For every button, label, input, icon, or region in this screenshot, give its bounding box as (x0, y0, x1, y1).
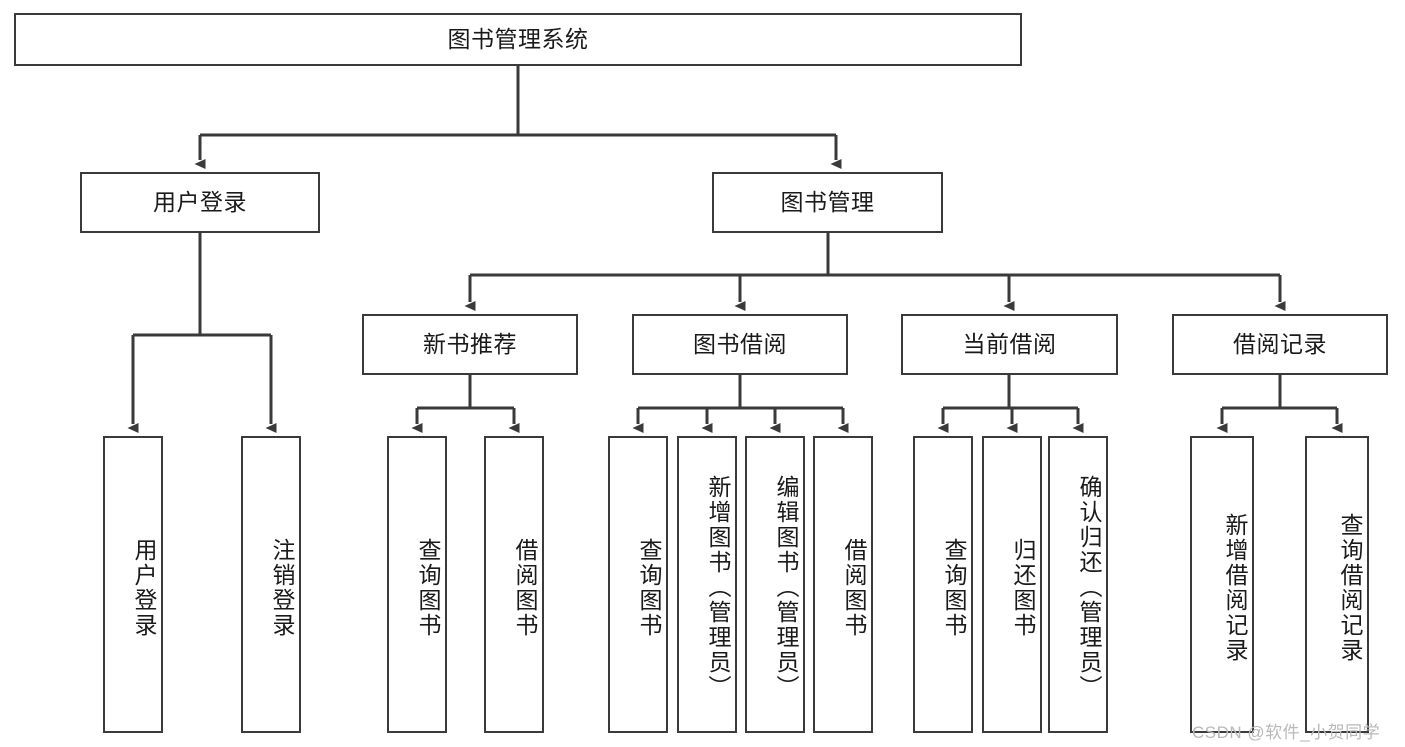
node-leaf-add-borrow-record-label: 新增借阅记录 (1222, 512, 1248, 663)
node-leaf-query-borrow-record-label: 查询借阅记录 (1337, 512, 1363, 663)
node-leaf-query-book-borrow-label: 查询图书 (636, 537, 662, 638)
node-leaf-query-book-current-label: 查询图书 (941, 537, 967, 638)
node-user-login[interactable]: 用户登录 (80, 172, 320, 233)
node-leaf-user-login-label: 用户登录 (131, 537, 157, 638)
node-new-book-rec[interactable]: 新书推荐 (362, 314, 578, 375)
node-leaf-borrow-book-rec[interactable]: 借阅图书 (484, 436, 544, 733)
node-book-borrow-label: 图书借阅 (693, 331, 787, 358)
node-borrow-record[interactable]: 借阅记录 (1172, 314, 1388, 375)
node-leaf-user-login[interactable]: 用户登录 (103, 436, 163, 733)
node-current-borrow-label: 当前借阅 (962, 331, 1057, 358)
node-leaf-query-book-borrow[interactable]: 查询图书 (608, 436, 668, 733)
node-leaf-user-logout[interactable]: 注销登录 (241, 436, 301, 733)
node-current-borrow[interactable]: 当前借阅 (901, 314, 1118, 375)
node-leaf-edit-book-admin[interactable]: 编辑图书（管理员） (745, 436, 805, 733)
node-root-label: 图书管理系统 (447, 26, 589, 53)
node-leaf-borrow-book-rec-label: 借阅图书 (512, 537, 538, 638)
node-leaf-query-book-rec-label: 查询图书 (415, 537, 441, 638)
node-root[interactable]: 图书管理系统 (14, 13, 1022, 66)
node-book-manage-label: 图书管理 (780, 189, 875, 216)
node-leaf-query-book-rec[interactable]: 查询图书 (387, 436, 447, 733)
node-user-login-label: 用户登录 (153, 189, 247, 216)
node-leaf-add-borrow-record[interactable]: 新增借阅记录 (1190, 436, 1254, 733)
node-leaf-edit-book-admin-label: 编辑图书（管理员） (773, 475, 799, 700)
node-borrow-record-label: 借阅记录 (1233, 331, 1327, 358)
node-leaf-return-book[interactable]: 归还图书 (982, 436, 1042, 733)
csdn-watermark: CSDN @软件_小贺同学 (1192, 723, 1381, 742)
node-leaf-confirm-return-admin-label: 确认归还（管理员） (1076, 475, 1102, 700)
node-leaf-query-borrow-record[interactable]: 查询借阅记录 (1305, 436, 1369, 733)
node-new-book-rec-label: 新书推荐 (423, 331, 517, 358)
node-leaf-return-book-label: 归还图书 (1010, 537, 1036, 638)
node-leaf-query-book-current[interactable]: 查询图书 (913, 436, 973, 733)
node-book-manage[interactable]: 图书管理 (712, 172, 943, 233)
node-leaf-user-logout-label: 注销登录 (269, 537, 295, 638)
node-leaf-borrow-book[interactable]: 借阅图书 (813, 436, 873, 733)
node-leaf-borrow-book-label: 借阅图书 (841, 537, 867, 638)
node-leaf-add-book-admin-label: 新增图书（管理员） (705, 475, 731, 700)
node-leaf-confirm-return-admin[interactable]: 确认归还（管理员） (1048, 436, 1108, 733)
node-book-borrow[interactable]: 图书借阅 (632, 314, 848, 375)
node-leaf-add-book-admin[interactable]: 新增图书（管理员） (677, 436, 737, 733)
